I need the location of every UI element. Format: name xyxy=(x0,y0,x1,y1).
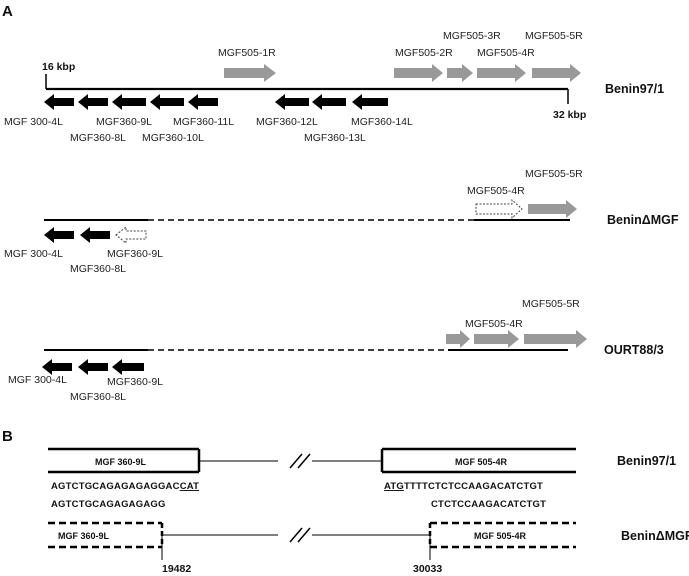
gene-label: MGF360-8L xyxy=(70,391,126,403)
benin971-junction-label: Benin97/1 xyxy=(617,454,676,468)
gene-label: MGF 300-4L xyxy=(4,248,63,260)
junction-position-right: 30033 xyxy=(413,563,442,575)
deleted-right-sequence: CTCTCCAAGACATCTGT xyxy=(431,499,546,510)
gene-arrow-mgf505-3r xyxy=(447,64,473,82)
gene-label: MGF505-5R xyxy=(525,168,583,180)
benin971-right-sequence: ATGTTTTCTCTCCAAGACATCTGT xyxy=(384,481,543,492)
start-codon-underlined: ATG xyxy=(384,481,404,492)
gene-label: MGF505-4R xyxy=(465,318,523,330)
deleted-gene-arrow-mgf360-9l xyxy=(115,225,147,245)
gene-label: MGF505-2R xyxy=(395,47,453,59)
gene-arrow-mgf360-14l xyxy=(352,94,388,110)
panel-b-label: B xyxy=(2,428,13,445)
gene-arrow-mgf360-10l xyxy=(150,94,184,110)
benin971-left-sequence: AGTCTGCAGAGAGAGGACCAT xyxy=(51,481,199,492)
gene-arrow-mgf360-11l xyxy=(188,94,218,110)
gene-label: MGF360-14L xyxy=(351,116,413,128)
gene-arrow-mgf360-9l xyxy=(112,359,144,375)
benin-dmgf-left-genes xyxy=(44,227,110,243)
gene-arrow-mgf505-2r xyxy=(394,64,443,82)
gene-label: MGF505-3R xyxy=(443,30,501,42)
gene-label: MGF360-9L xyxy=(96,116,152,128)
ourt-strain-label: OURT88/3 xyxy=(604,343,664,357)
gene-label: MGF360-8L xyxy=(70,132,126,144)
gene-arrow-mgf360-12l xyxy=(275,94,309,110)
benin971-left-genes xyxy=(44,94,388,110)
box-label-mgf360-9l: MGF 360-9L xyxy=(58,531,110,541)
gene-label: MGF360-9L xyxy=(107,248,163,260)
benin-dmgf-strain-label: BeninΔMGF xyxy=(607,213,679,227)
gene-label: MGF505-4R xyxy=(477,47,535,59)
gene-arrow-mgf505-4r xyxy=(477,64,526,82)
gene-arrow-mgf360-13l xyxy=(312,94,346,110)
gene-arrow-mgf505-1r xyxy=(224,64,276,82)
gene-arrow-mgf300-4l xyxy=(42,359,72,375)
gene-label: MGF360-9L xyxy=(107,376,163,388)
start-position-label: 16 kbp xyxy=(42,61,75,73)
benin-dmgf-junction-label: BeninΔMGF xyxy=(621,529,689,543)
gene-arrow-mgf300-4l xyxy=(44,227,74,243)
gene-arrow-mgf505-4r xyxy=(474,330,519,348)
gene-arrow-mgf360-8l xyxy=(78,94,108,110)
gene-arrow-mgf505-5r xyxy=(532,64,581,82)
gene-label: MGF 300-4L xyxy=(8,374,67,386)
gene-arrow-mgf505-5r xyxy=(524,330,587,348)
gene-label: MGF360-11L xyxy=(173,116,234,128)
ourt-right-genes xyxy=(446,330,587,348)
benin971-junction-diagram xyxy=(48,447,576,474)
stop-codon-underlined: CAT xyxy=(180,481,199,492)
box-label-mgf505-4r: MGF 505-4R xyxy=(455,457,508,467)
benin971-genome-track xyxy=(45,74,569,104)
gene-label: MGF 300-4L xyxy=(4,116,63,128)
gene-label: MGF505-4R xyxy=(467,185,525,197)
gene-label: MGF505-1R xyxy=(218,47,276,59)
end-position-label: 32 kbp xyxy=(553,109,586,121)
gene-arrow-mgf360-9l xyxy=(112,94,146,110)
box-label-mgf505-4r: MGF 505-4R xyxy=(474,531,527,541)
gene-label: MGF360-13L xyxy=(304,132,366,144)
ourt-left-genes xyxy=(42,359,144,375)
deleted-left-sequence: AGTCTGCAGAGAGAGG xyxy=(51,499,166,510)
box-label-mgf360-9l: MGF 360-9L xyxy=(95,457,147,467)
gene-label: MGF360-12L xyxy=(256,116,318,128)
gene-label: MGF360-8L xyxy=(70,263,126,275)
gene-label: MGF505-5R xyxy=(525,30,583,42)
gene-arrow-mgf300-4l xyxy=(44,94,74,110)
benin971-strain-label: Benin97/1 xyxy=(605,82,664,96)
panel-a-label: A xyxy=(2,3,13,20)
gene-arrow-mgf505-5r xyxy=(528,200,577,218)
deleted-gene-arrow-mgf505-4r xyxy=(475,198,523,220)
benin971-right-genes xyxy=(224,64,581,82)
junction-position-left: 19482 xyxy=(162,563,191,575)
gene-arrow-mgf360-8l xyxy=(80,227,110,243)
gene-arrow-unlabeled xyxy=(446,330,470,348)
gene-label: MGF505-5R xyxy=(522,298,580,310)
gene-arrow-mgf360-8l xyxy=(78,359,108,375)
gene-label: MGF360-10L xyxy=(142,132,204,144)
benin-dmgf-junction-diagram xyxy=(48,521,576,560)
